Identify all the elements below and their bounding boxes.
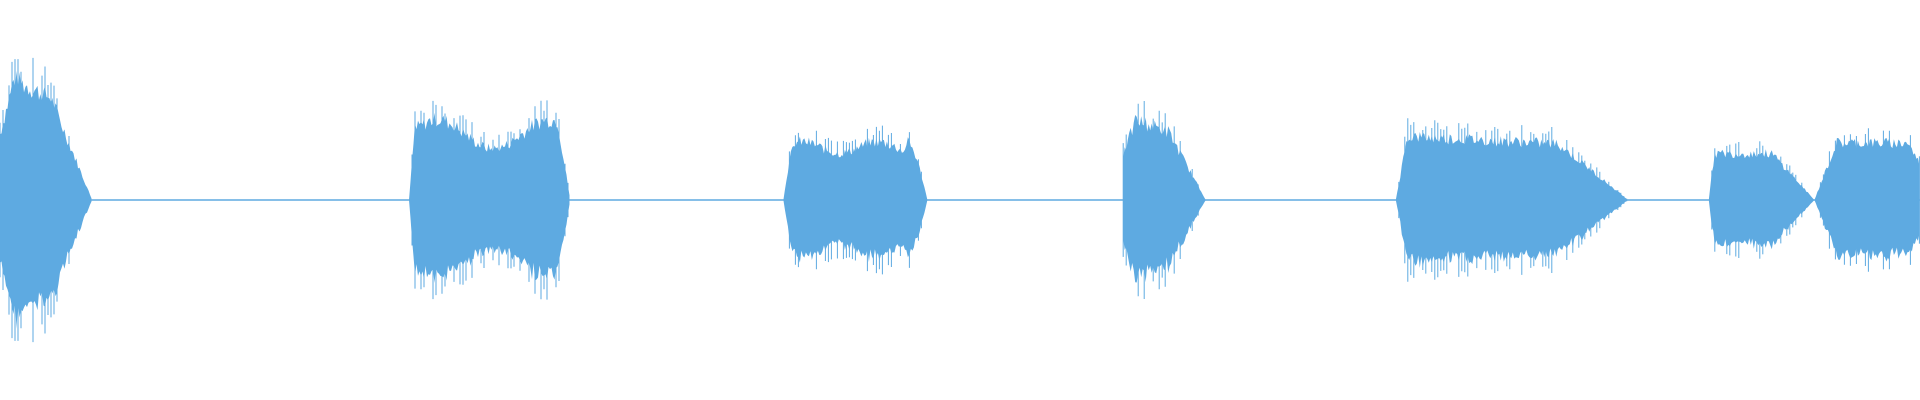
- waveform-segments: [0, 57, 1920, 343]
- waveform-segment-4: [1123, 115, 1206, 283]
- waveform-segment-1: [0, 70, 92, 329]
- waveform-segment-6: [1708, 149, 1814, 250]
- waveform-segment-7: [1814, 137, 1920, 262]
- waveform-segment-5: [1395, 132, 1627, 268]
